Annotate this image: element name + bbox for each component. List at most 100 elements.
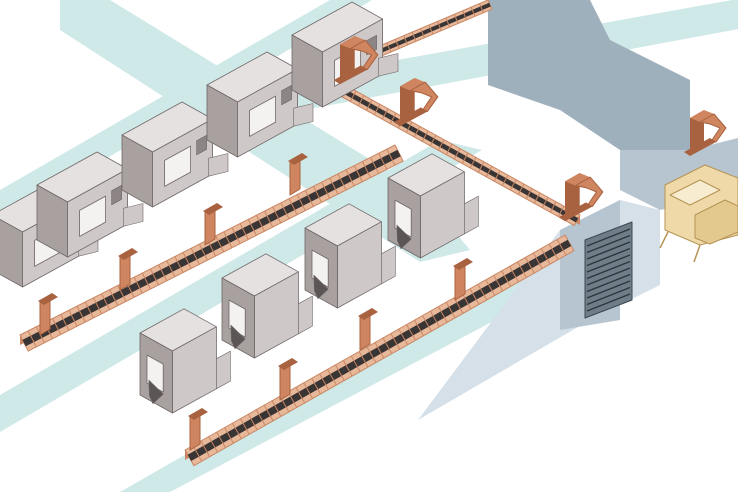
conveyor-roller <box>224 427 234 444</box>
robot-column-top <box>690 110 714 122</box>
shutter-slat <box>586 254 631 273</box>
robot-base <box>333 65 368 85</box>
conveyor-roller <box>350 355 361 372</box>
conveyor-roller <box>264 210 274 228</box>
conveyor-roller <box>68 309 78 327</box>
machine-loader <box>288 153 308 196</box>
conveyor-roller <box>524 257 535 274</box>
conveyor-roller <box>370 157 380 174</box>
conveyor-roller <box>304 190 314 207</box>
conveyor-roller <box>166 260 176 277</box>
conveyor-roller <box>517 261 527 278</box>
shutter-slat <box>586 280 631 299</box>
conveyor-roller <box>403 35 409 46</box>
conveyor-roller <box>437 306 448 323</box>
conveyor-roller <box>349 90 357 102</box>
conveyor-roller <box>374 342 385 359</box>
conveyor-roller <box>445 17 451 28</box>
machine-window <box>164 145 192 187</box>
conveyor-roller <box>470 6 476 17</box>
conveyor-roller <box>255 214 265 232</box>
machining-center <box>139 308 231 414</box>
conveyor-roller <box>556 239 567 256</box>
conveyor-roller <box>215 235 225 253</box>
conveyor-roller <box>239 223 249 240</box>
gantry-robot <box>684 110 727 156</box>
conveyor-roller <box>382 337 393 354</box>
conveyor-roller <box>133 276 143 294</box>
coolant-unit <box>381 245 396 285</box>
palletizer-leg <box>693 244 701 263</box>
shutter-slat <box>586 228 631 247</box>
cnc-lathe <box>36 151 144 258</box>
conveyor-roller <box>295 387 306 404</box>
conveyor-roller <box>101 293 111 310</box>
conveyor-roller <box>361 161 371 178</box>
conveyor-roller <box>280 202 290 220</box>
loader-head <box>278 358 298 370</box>
conveyor-roller <box>272 206 282 224</box>
palletizer-leg <box>659 231 669 249</box>
loader-head <box>188 408 208 420</box>
conveyor-roller <box>525 188 533 200</box>
conveyor-roller <box>533 192 541 204</box>
conveyor-roller <box>477 284 488 301</box>
conveyor-roller <box>223 231 233 249</box>
conveyor-roller <box>517 183 525 195</box>
machine-loader <box>203 203 223 246</box>
conveyor-roller <box>469 288 480 305</box>
conveyor-roller <box>461 292 472 310</box>
conveyor-roller <box>365 99 373 111</box>
machine-side <box>291 34 324 108</box>
conveyor-roller <box>174 256 184 273</box>
conveyor-roller <box>453 148 461 160</box>
shutter-slat <box>586 260 631 280</box>
conveyor-roller <box>288 198 298 215</box>
conveyor-roller <box>303 382 314 399</box>
conveyor-roller <box>428 24 434 35</box>
conveyor-roller <box>353 165 363 182</box>
palletizer-cell <box>659 164 738 263</box>
conveyor-roller <box>390 333 401 350</box>
shutter-slat <box>586 247 631 267</box>
coolant-unit <box>464 195 479 235</box>
conveyor-roller <box>319 373 329 390</box>
conveyor-roller <box>394 39 400 49</box>
work-tray <box>313 274 329 300</box>
conveyor-roller <box>398 328 409 345</box>
conveyor-roller <box>337 173 347 191</box>
conveyor-roller <box>389 112 397 124</box>
conveyor-roller <box>198 243 208 261</box>
conveyor-roller <box>255 409 266 426</box>
conveyor-roller <box>182 252 192 269</box>
conveyor-roller <box>247 413 258 431</box>
upper-feed-conveyor <box>369 0 493 60</box>
conveyor-roller <box>485 166 493 178</box>
gantry-robot <box>333 36 379 85</box>
work-tray <box>396 224 412 249</box>
shutter-slat <box>586 267 631 286</box>
conveyor-roller <box>509 266 519 283</box>
conveyor-roller <box>232 422 242 440</box>
loader-head <box>288 153 308 165</box>
conveyor-roller <box>358 351 369 368</box>
conveyor-roller <box>247 219 257 236</box>
conveyor-roller <box>548 243 559 260</box>
machining-center <box>387 153 479 259</box>
conveyor-roller <box>381 108 389 120</box>
loader-head <box>203 203 223 215</box>
conveyor-roller <box>493 170 501 182</box>
conveyor-roller <box>501 174 509 186</box>
conveyor-roller <box>366 346 377 363</box>
conveyor-roller <box>469 157 477 169</box>
conveyor-roller <box>420 28 425 38</box>
machine-window <box>79 195 106 237</box>
machine-loader <box>38 293 58 336</box>
cnc-lathe <box>121 101 229 208</box>
conveyor-roller <box>271 400 282 417</box>
gantry-robot <box>558 173 604 222</box>
loader-head <box>453 258 473 270</box>
shutter-slat <box>586 273 631 293</box>
